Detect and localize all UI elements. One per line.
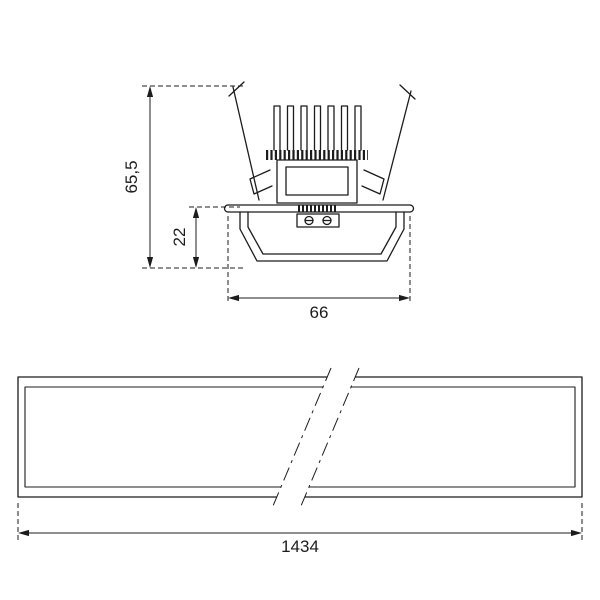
retainer-clip-left <box>249 169 273 195</box>
terminal-block <box>296 213 340 228</box>
flange-end-right <box>409 204 415 213</box>
arrow-top-icon <box>146 86 154 97</box>
dimension-width: 66 <box>227 216 411 322</box>
flange-end-left <box>223 204 229 213</box>
dimension-total-height-label: 65,5 <box>122 160 141 193</box>
dimension-width-label: 66 <box>310 303 329 322</box>
arrow-top-icon <box>192 207 200 218</box>
dimension-recess-height-label: 22 <box>170 228 189 247</box>
mounting-spring-left <box>228 81 260 201</box>
break-line-left <box>272 367 332 507</box>
trim-bowl-inner <box>247 211 397 255</box>
profile-view <box>17 367 583 507</box>
retainer-clip-right <box>361 169 385 195</box>
break-gap <box>275 373 357 501</box>
arrow-right-icon <box>571 529 582 537</box>
arrow-bottom-icon <box>146 257 154 268</box>
arrow-bottom-icon <box>192 257 200 268</box>
dimension-length-label: 1434 <box>281 537 319 556</box>
dimension-recess-height: 22 <box>170 206 240 268</box>
driver-housing-inner <box>285 166 349 196</box>
arrow-right-icon <box>399 294 410 302</box>
arrow-left-icon <box>18 529 29 537</box>
heatsink-fins <box>273 105 362 151</box>
dimension-total-height: 65,5 <box>122 85 246 269</box>
break-line-right <box>300 367 360 507</box>
cross-section-view <box>223 81 416 262</box>
arrow-left-icon <box>228 294 239 302</box>
driver-housing-outer <box>276 159 358 204</box>
mounting-spring-right <box>382 84 416 201</box>
dimension-length: 1434 <box>17 503 583 556</box>
trim-bowl-outer <box>239 211 405 262</box>
